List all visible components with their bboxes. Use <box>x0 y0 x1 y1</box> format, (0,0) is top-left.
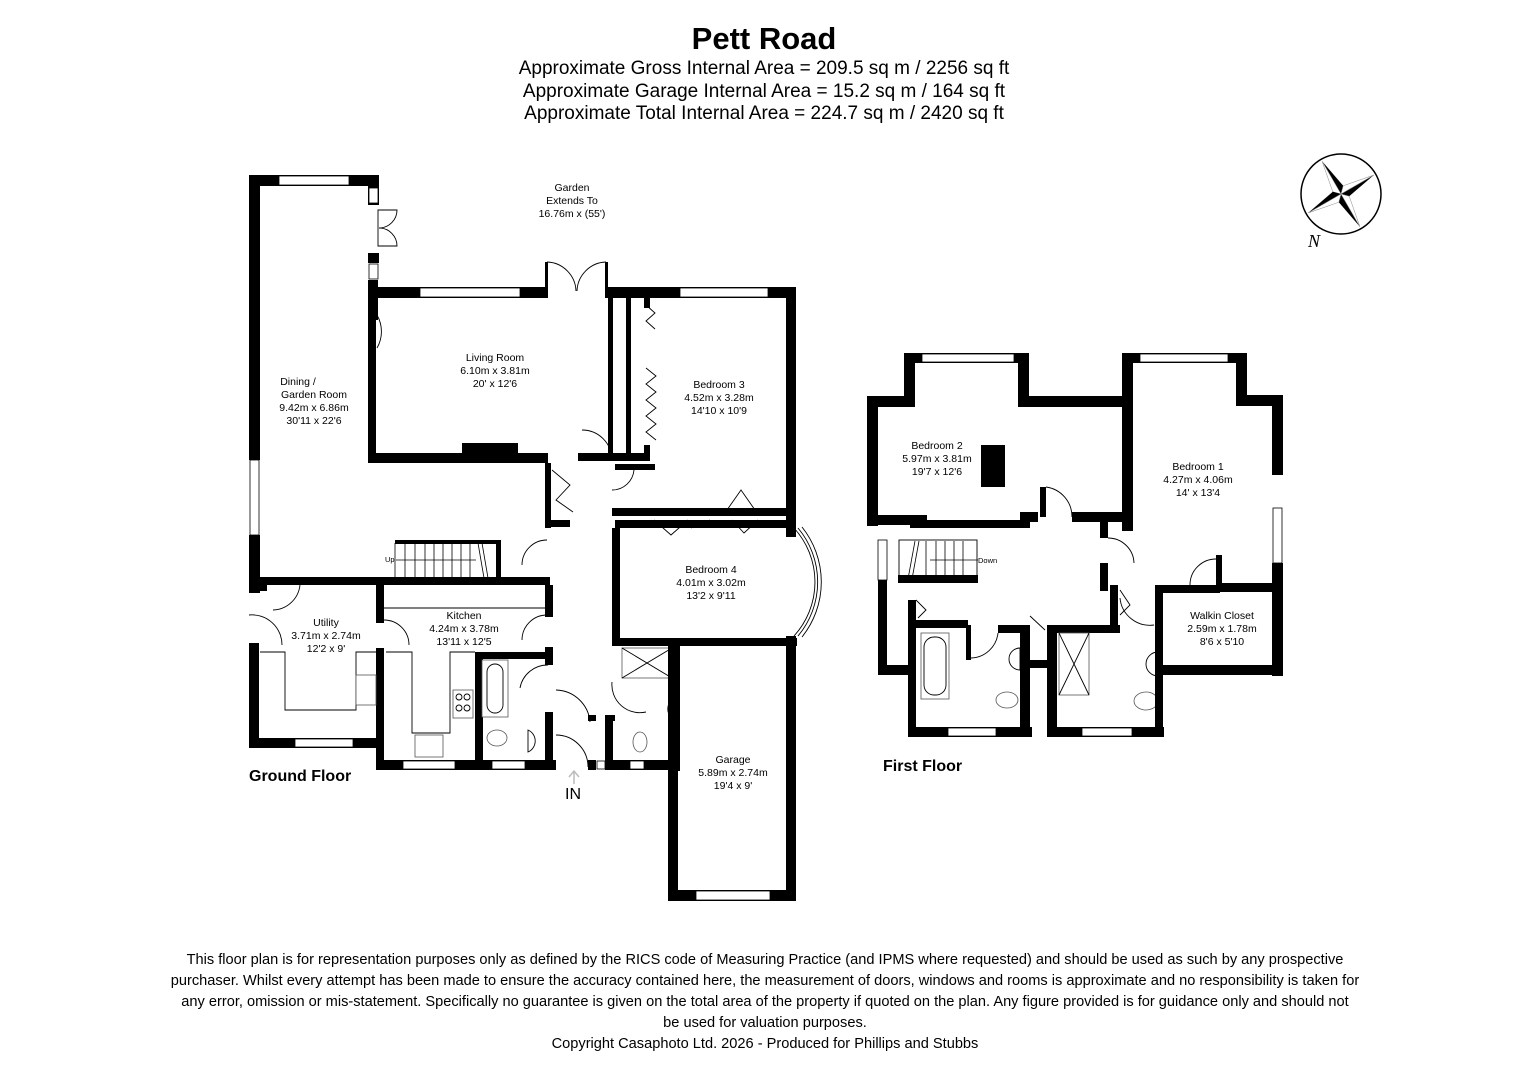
room-imperial: 20' x 12'6 <box>473 378 517 390</box>
stairs-up-label: Up <box>385 555 395 564</box>
room-metric: 9.42m x 6.86m <box>279 402 349 414</box>
room-metric: 5.97m x 3.81m <box>902 453 972 465</box>
room-metric: 2.59m x 1.78m <box>1187 623 1257 635</box>
room-name: Bedroom 3 <box>693 379 745 391</box>
ground-floor-plan: Up <box>248 175 822 901</box>
first-floor-plan: Down <box>867 353 1283 737</box>
room-name: Garden Room <box>281 389 347 401</box>
room-imperial: 12'2 x 9' <box>307 643 345 655</box>
gross-area: Approximate Gross Internal Area = 209.5 … <box>518 58 1010 79</box>
room-imperial: 19'7 x 12'6 <box>912 466 962 478</box>
room-imperial: 30'11 x 22'6 <box>286 415 341 427</box>
header: Pett Road Approximate Gross Internal Are… <box>0 20 1528 126</box>
disclaimer-line: This floor plan is for representation pu… <box>186 952 1344 968</box>
room-name: Kitchen <box>446 610 481 622</box>
room-metric: 4.27m x 4.06m <box>1163 474 1233 486</box>
stairs-down-label: Down <box>978 556 997 565</box>
copyright: Copyright Casaphoto Ltd. 2026 - Produced… <box>551 1036 979 1052</box>
room-imperial: 8'6 x 5'10 <box>1200 636 1244 648</box>
ground-floor-labels: Dining / Garden Room 9.42m x 6.86m 30'11… <box>279 182 768 792</box>
first-floor-label: First Floor <box>883 758 963 775</box>
room-imperial: 13'2 x 9'11 <box>686 590 736 602</box>
room-name: Dining / <box>280 376 316 388</box>
room-metric: 6.10m x 3.81m <box>460 365 530 377</box>
disclaimer-line: purchaser. Whilst every attempt has been… <box>170 973 1360 989</box>
room-name: Bedroom 4 <box>685 564 737 576</box>
compass-icon: N <box>1300 153 1382 251</box>
entrance-label: IN <box>565 786 581 803</box>
disclaimer-line: any error, omission or mis-statement. Sp… <box>181 994 1349 1010</box>
room-metric: 5.89m x 2.74m <box>698 767 768 779</box>
room-metric: 3.71m x 2.74m <box>291 630 361 642</box>
room-name: Garage <box>715 754 750 766</box>
room-name: Walkin Closet <box>1190 610 1254 622</box>
room-imperial: 14' x 13'4 <box>1176 487 1220 499</box>
garden-extent: 16.76m x (55') <box>539 208 606 220</box>
room-imperial: 14'10 x 10'9 <box>691 405 747 417</box>
garden-label: Extends To <box>546 195 598 207</box>
room-name: Bedroom 2 <box>911 440 963 452</box>
room-metric: 4.01m x 3.02m <box>676 577 746 589</box>
total-area: Approximate Total Internal Area = 224.7 … <box>524 103 1004 124</box>
compass-north-label: N <box>1307 231 1321 251</box>
room-imperial: 13'11 x 12'5 <box>436 636 491 648</box>
entrance-arrow-icon <box>568 769 580 784</box>
room-name: Living Room <box>466 352 525 364</box>
room-imperial: 19'4 x 9' <box>714 780 752 792</box>
room-metric: 4.52m x 3.28m <box>684 392 754 404</box>
garden-label: Garden <box>554 182 589 194</box>
room-name: Utility <box>313 617 339 629</box>
garage-area: Approximate Garage Internal Area = 15.2 … <box>522 80 1006 102</box>
property-title: Pett Road <box>691 21 837 56</box>
room-name: Bedroom 1 <box>1172 461 1224 473</box>
disclaimer-line: be used for valuation purposes. <box>663 1015 867 1031</box>
disclaimer: This floor plan is for representation pu… <box>60 950 1470 1055</box>
room-metric: 4.24m x 3.78m <box>429 623 499 635</box>
first-floor-labels: Bedroom 2 5.97m x 3.81m 19'7 x 12'6 Bedr… <box>902 440 1257 648</box>
ground-floor-label: Ground Floor <box>249 768 352 785</box>
